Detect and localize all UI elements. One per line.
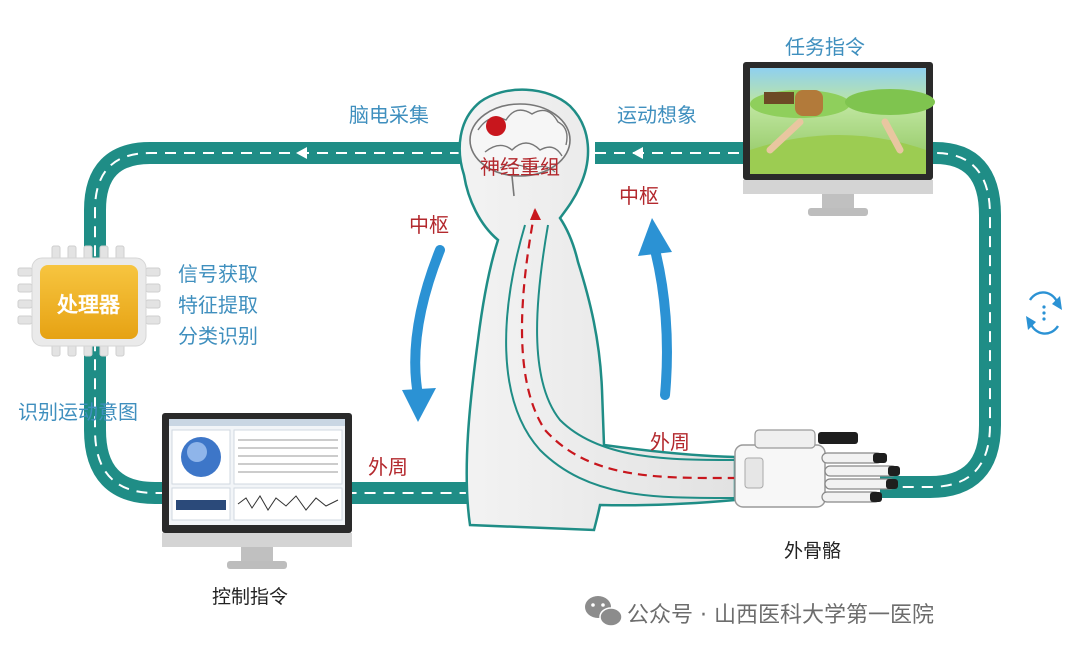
label-neural-reorganization: 神经重组 bbox=[480, 155, 560, 179]
watermark-text: 公众号 · 山西医科大学第一医院 bbox=[627, 603, 934, 628]
arrow-up-icon bbox=[638, 218, 672, 400]
label-motor-imagery: 运动想象 bbox=[617, 103, 697, 127]
road-arrow-left bbox=[296, 147, 307, 159]
brain-activation-dot bbox=[486, 116, 506, 136]
label-control-instruction: 控制指令 bbox=[212, 586, 289, 608]
label-peripheral-left: 外周 bbox=[368, 455, 408, 479]
label-peripheral-right: 外周 bbox=[650, 430, 690, 454]
neural-pathway bbox=[505, 208, 736, 500]
label-feature-extraction: 特征提取 bbox=[178, 293, 258, 317]
label-classification: 分类识别 bbox=[178, 324, 258, 348]
cycle-icon bbox=[1026, 291, 1062, 335]
label-task-instruction: 任务指令 bbox=[785, 35, 865, 59]
label-eeg-acquisition: 脑电采集 bbox=[349, 103, 429, 127]
wechat-icon bbox=[585, 596, 623, 627]
brain-icon bbox=[469, 103, 571, 197]
label-exoskeleton: 外骨骼 bbox=[784, 540, 842, 562]
control-monitor bbox=[162, 413, 352, 569]
road-arrow-left bbox=[632, 147, 643, 159]
label-recognize-motion-intent: 识别运动意图 bbox=[18, 400, 138, 424]
label-central-right: 中枢 bbox=[619, 184, 659, 208]
exoskeleton-hand-icon bbox=[734, 429, 900, 508]
label-signal-acquisition: 信号获取 bbox=[178, 262, 258, 286]
arrow-down-icon bbox=[402, 245, 445, 422]
processor-chip-icon bbox=[17, 245, 161, 357]
label-processor: 处理器 bbox=[57, 293, 120, 317]
label-central-left: 中枢 bbox=[409, 213, 449, 237]
game-monitor bbox=[743, 62, 935, 216]
